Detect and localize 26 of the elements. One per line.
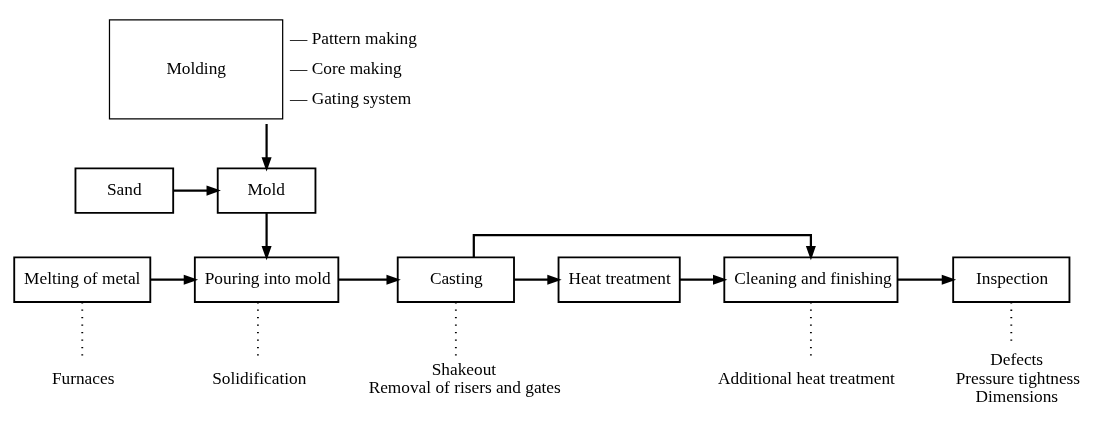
node-label: — Core making — [290, 58, 402, 78]
arrow — [679, 274, 728, 285]
node-text: Solidification — [212, 368, 307, 388]
arrow — [150, 274, 199, 285]
arrow — [261, 212, 272, 260]
arrow — [173, 185, 221, 196]
node-text: Additional heat treatment — [718, 368, 895, 388]
arrow — [472, 233, 816, 260]
node-box: Mold — [216, 166, 317, 214]
node-label: — Pattern making — [290, 28, 417, 48]
node-box: Molding — [108, 18, 284, 119]
node-text: Shakeout Removal of risers and gates — [368, 359, 561, 397]
arrow — [897, 274, 957, 285]
node-box: Pouring into mold — [193, 256, 340, 303]
node-box: Melting of metal — [13, 256, 152, 303]
node-label: — Gating system — [290, 88, 412, 108]
node-box: Sand — [74, 166, 175, 214]
node-box: Heat treatment — [557, 256, 681, 303]
node-text: Furnaces — [51, 368, 115, 388]
node-box: Inspection — [952, 256, 1071, 303]
arrow — [338, 274, 401, 285]
arrow — [514, 274, 562, 285]
node-box: Cleaning and finishing — [723, 256, 899, 303]
arrow — [261, 123, 272, 172]
node-text: Defects Pressure tightness Dimensions — [955, 349, 1081, 406]
node-box: Casting — [396, 256, 515, 303]
